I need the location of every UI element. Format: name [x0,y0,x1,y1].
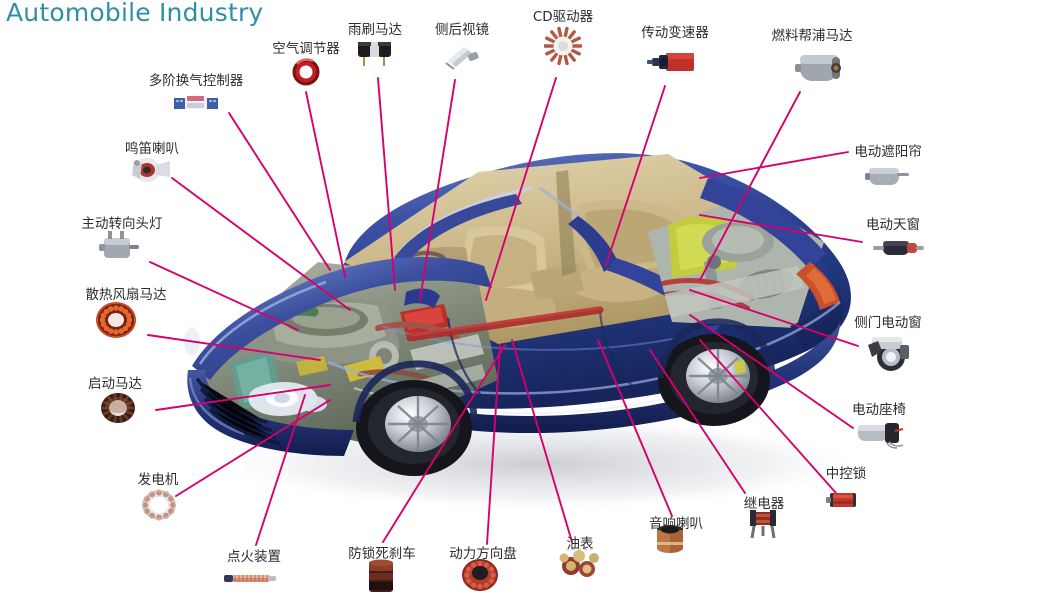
callout-label-ignition-device: 点火装置 [227,549,281,565]
callout-label-anti-lock-brake: 防锁死刹车 [348,546,416,562]
mirror-actuator-icon [442,41,482,71]
callout-label-relay: 继电器 [743,496,785,512]
callout-label-power-steering: 动力方向盘 [449,546,517,562]
callout-label-fuel-gauge: 油表 [566,536,594,552]
red-barrel-motor-icon [646,49,698,75]
callout-label-power-sunroof: 电动天窗 [866,217,920,233]
car-cutaway-illustration [148,112,890,512]
red-rotor-icon [460,558,500,592]
twin-black-motor-icon [354,39,396,69]
gauge-cluster-icon [558,546,602,580]
star-stator-icon [544,27,582,65]
callout-label-side-door-power-window: 侧门电动窗 [854,315,922,331]
red-ring-motor-icon [291,57,321,87]
white-ring-rotor-icon [140,488,178,522]
grey-motor-icon [96,229,140,263]
callout-label-starter-motor: 启动马达 [88,376,142,392]
red-block-motor-icon [826,491,860,509]
callout-label-multi-stage-ventilation-controller: 多阶换气控制器 [148,73,244,89]
callout-label-cd-drive: CD驱动器 [532,9,594,25]
callout-label-transmission-gear-shifter: 传动变速器 [641,25,709,41]
callout-label-power-seat: 电动座椅 [852,402,906,418]
small-steel-motor-icon [864,164,912,188]
dark-coil-motor-icon [364,558,398,596]
callout-label-central-locking: 中控锁 [825,466,867,482]
callout-label-radiator-fan-motor: 散热风扇马达 [85,287,167,303]
ignition-coil-icon [222,571,278,585]
dark-red-motor-icon [871,238,925,258]
pcb-module-icon [173,94,219,112]
page-title: Automobile Industry [6,0,264,27]
relay-coil-icon [746,509,780,539]
callout-label-wiper-motor: 雨刷马达 [348,22,402,38]
copper-coil-icon [653,522,687,556]
callout-label-alternator: 发电机 [137,472,179,488]
callout-label-side-rear-view-mirror: 侧后视镜 [435,22,489,38]
callout-label-active-steering-headlight: 主动转向头灯 [81,216,163,232]
callout-label-power-sunshade: 电动遮阳帘 [854,144,922,160]
callout-label-fuel-pump-motor: 燃料帮浦马达 [771,28,853,44]
steel-can-motor-icon [792,51,848,85]
window-regulator-icon [864,331,912,373]
orange-ring-fan-icon [95,301,137,339]
dark-ring-rotor-icon [98,391,138,425]
long-steel-motor-icon [855,419,907,449]
horn-unit-icon [128,155,172,185]
callout-label-horn: 鸣笛喇叭 [125,141,179,157]
callout-label-air-conditioner: 空气调节器 [272,41,340,57]
